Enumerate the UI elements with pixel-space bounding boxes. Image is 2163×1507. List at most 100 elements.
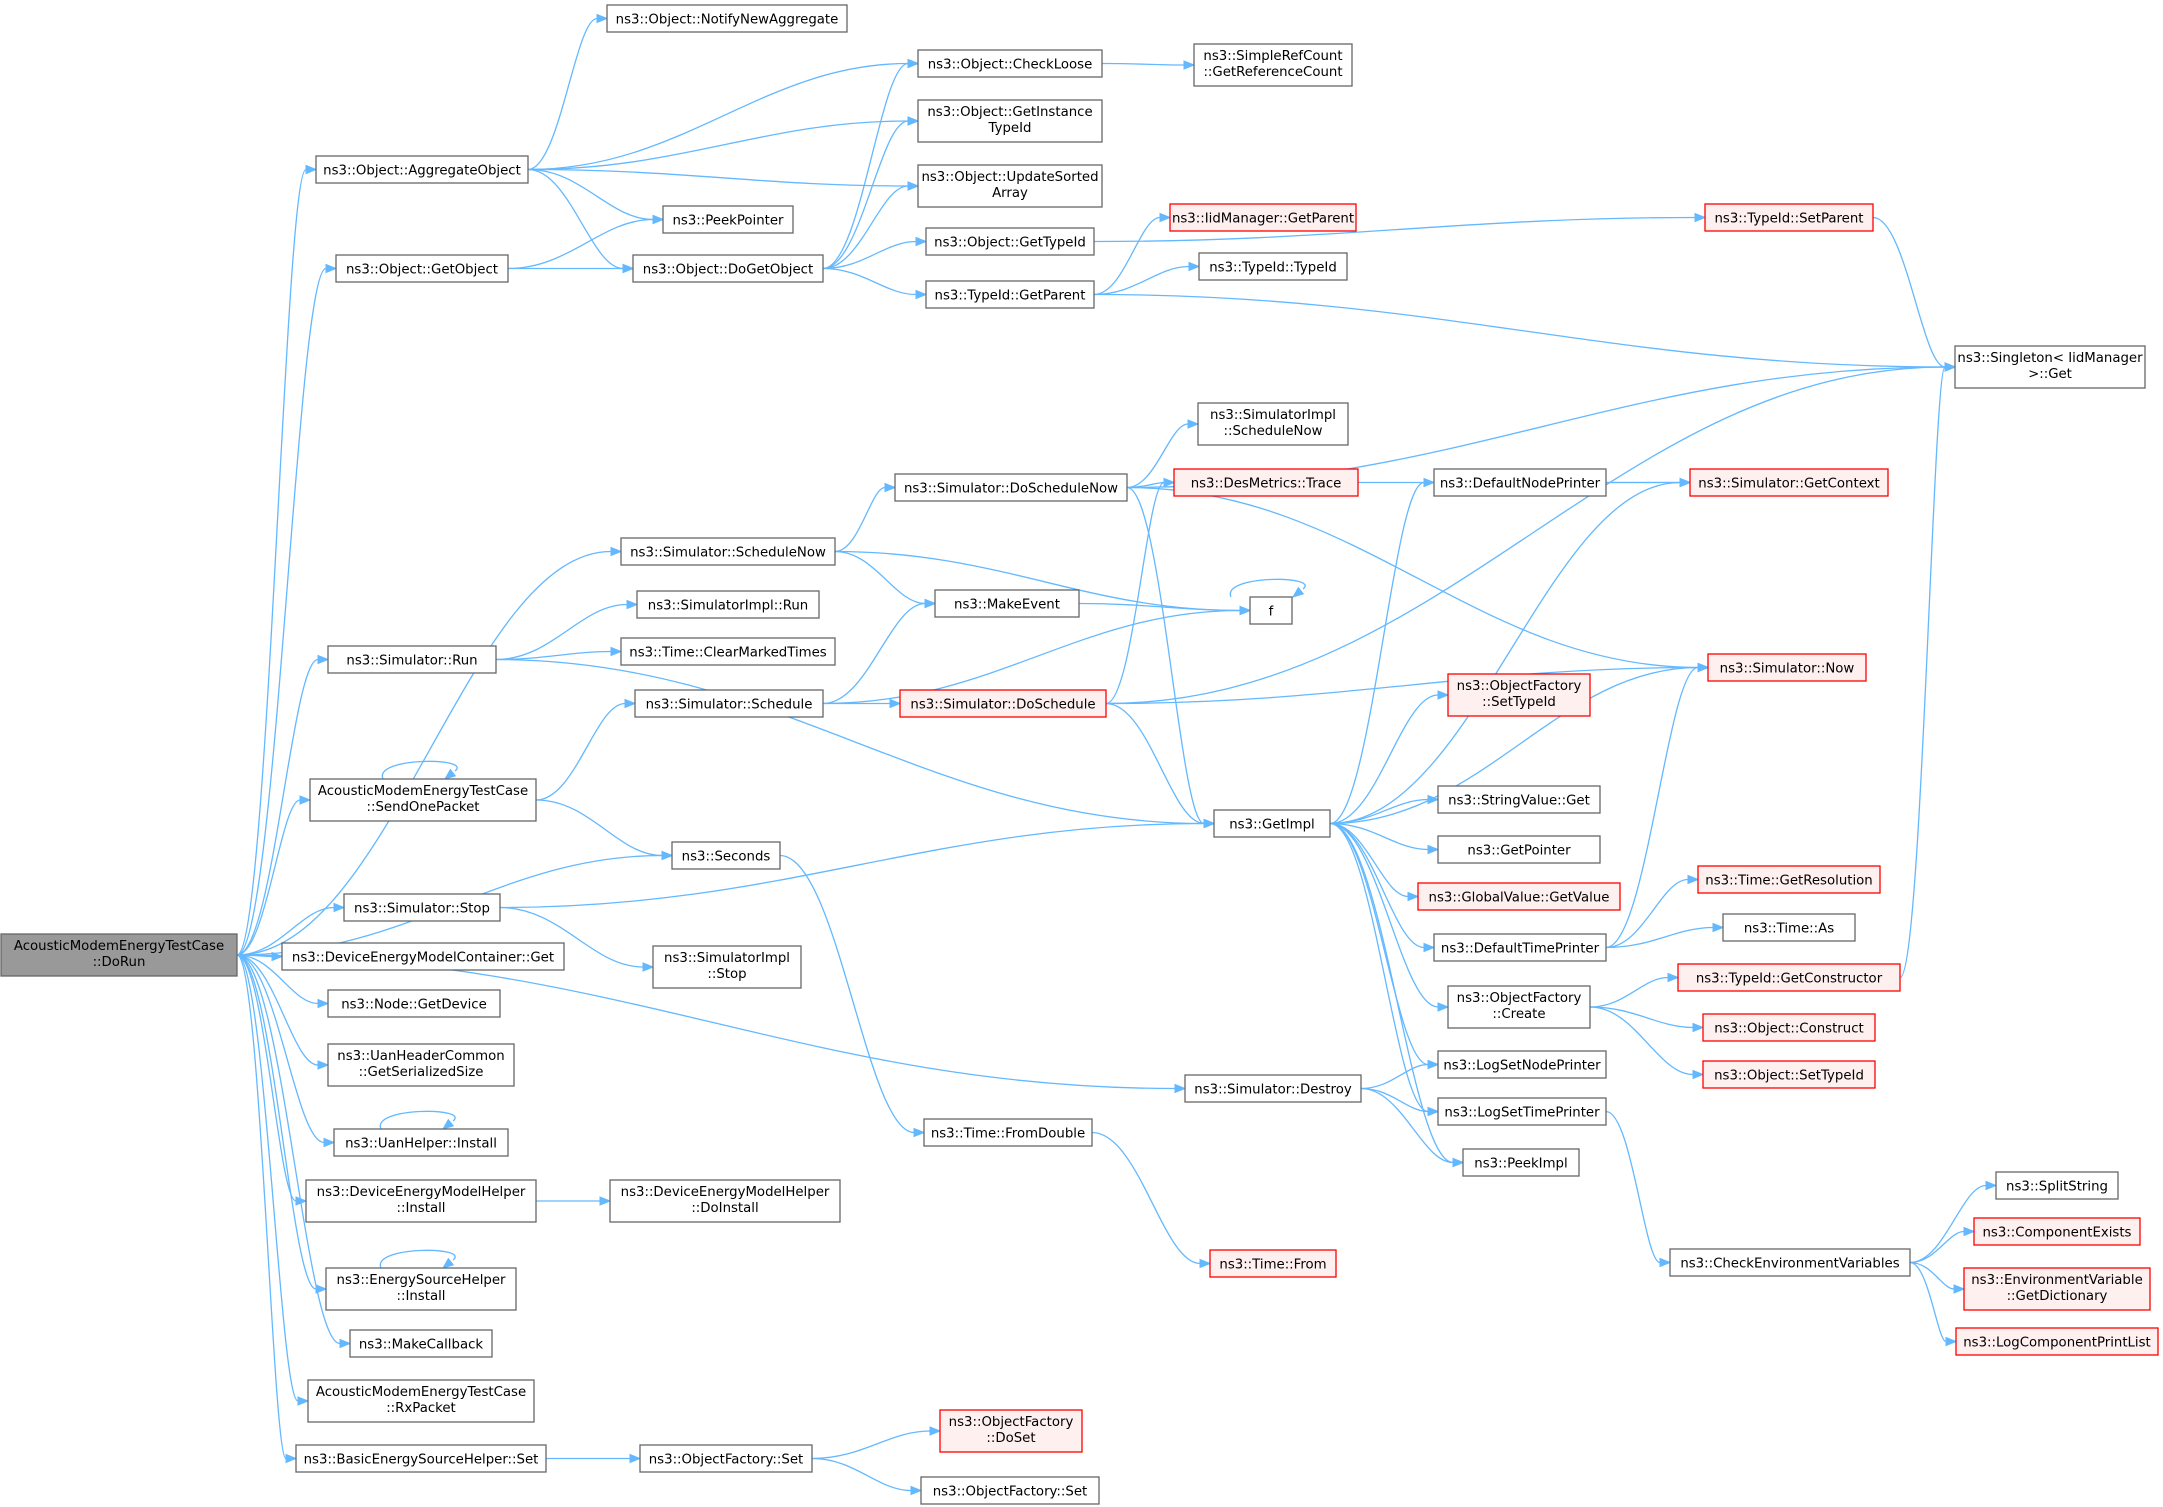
node-checkLoose[interactable]: ns3::Object::CheckLoose	[917, 49, 1103, 78]
node-envVarGetDictionary[interactable]: ns3::EnvironmentVariable::GetDictionary	[1963, 1267, 2151, 1311]
node-simImplRun[interactable]: ns3::SimulatorImpl::Run	[636, 590, 820, 619]
node-typeIdSetParent[interactable]: ns3::TypeId::SetParent	[1704, 203, 1874, 232]
node-rxPacket-label-1: ::RxPacket	[386, 1401, 456, 1416]
node-simpleRefCount[interactable]: ns3::SimpleRefCount::GetReferenceCount	[1193, 43, 1353, 87]
node-splitString[interactable]: ns3::SplitString	[1995, 1171, 2119, 1200]
edge-simSchedule-to-makeEvent	[822, 602, 926, 705]
node-timeGetResolution[interactable]: ns3::Time::GetResolution	[1697, 865, 1881, 894]
node-clearMarkedTimes[interactable]: ns3::Time::ClearMarkedTimes	[620, 637, 836, 666]
edge-root-to-scheduleNow	[236, 550, 612, 956]
node-getInstanceTypeId-label-1: TypeId	[988, 121, 1032, 136]
node-timeFrom-box	[1209, 1249, 1337, 1278]
node-simStop[interactable]: ns3::Simulator::Stop	[343, 893, 501, 922]
node-objectConstruct[interactable]: ns3::Object::Construct	[1702, 1013, 1876, 1042]
node-scheduleNow[interactable]: ns3::Simulator::ScheduleNow	[620, 537, 836, 566]
edge-logSetTimePrinter-to-checkEnvVars	[1605, 1110, 1661, 1264]
node-notifyNewAggregate[interactable]: ns3::Object::NotifyNewAggregate	[606, 4, 848, 33]
node-ofDoSet[interactable]: ns3::ObjectFactory::DoSet	[939, 1409, 1083, 1453]
node-simStop-box	[343, 893, 501, 922]
node-sendOnePacket-box	[309, 778, 537, 822]
node-typeIdGetConstructor[interactable]: ns3::TypeId::GetConstructor	[1677, 963, 1901, 992]
node-stringValueGet[interactable]: ns3::StringValue::Get	[1437, 785, 1601, 814]
node-uanHelperInstall[interactable]: ns3::UanHelper::Install	[333, 1128, 509, 1157]
node-singletonGet[interactable]: ns3::Singleton< IidManager>::Get	[1954, 345, 2146, 389]
node-timeAs-box	[1722, 913, 1856, 942]
node-timeAs[interactable]: ns3::Time::As	[1722, 913, 1856, 942]
node-esHelperInstall[interactable]: ns3::EnergySourceHelper::Install	[325, 1267, 517, 1311]
edge-doGetObject-to-getTypeId-arrowhead	[915, 236, 928, 247]
node-sendOnePacket[interactable]: AcousticModemEnergyTestCase::SendOnePack…	[309, 778, 537, 822]
node-root[interactable]: AcousticModemEnergyTestCase::DoRun	[0, 933, 238, 977]
node-seconds-box	[671, 841, 781, 870]
node-globalValueGetValue[interactable]: ns3::GlobalValue::GetValue	[1417, 882, 1621, 911]
node-seconds[interactable]: ns3::Seconds	[671, 841, 781, 870]
node-simRun[interactable]: ns3::Simulator::Run	[327, 645, 497, 674]
node-uanHeaderCommon[interactable]: ns3::UanHeaderCommon::GetSerializedSize	[327, 1043, 515, 1087]
node-componentExists[interactable]: ns3::ComponentExists	[1973, 1217, 2141, 1246]
node-getImpl[interactable]: ns3::GetImpl	[1213, 809, 1331, 838]
edge-typeIdGetParent-to-typeIdTypeId	[1093, 265, 1190, 296]
node-ofSet2[interactable]: ns3::ObjectFactory::Set	[920, 1476, 1100, 1505]
node-aggregateObject[interactable]: ns3::Object::AggregateObject	[315, 155, 529, 184]
node-checkLoose-label-0: ns3::Object::CheckLoose	[928, 58, 1093, 73]
node-timeFrom[interactable]: ns3::Time::From	[1209, 1249, 1337, 1278]
node-defaultTimePrinter[interactable]: ns3::DefaultTimePrinter	[1433, 933, 1607, 962]
node-demHelperDoInstall[interactable]: ns3::DeviceEnergyModelHelper::DoInstall	[609, 1179, 841, 1223]
node-demHelperInstall[interactable]: ns3::DeviceEnergyModelHelper::Install	[305, 1179, 537, 1223]
node-ofSet[interactable]: ns3::ObjectFactory::Set	[639, 1444, 813, 1473]
node-doScheduleNow[interactable]: ns3::Simulator::DoScheduleNow	[894, 473, 1128, 502]
edge-simDestroy-to-logSetNodePrinter-arrowhead	[1427, 1059, 1440, 1070]
node-typeIdGetParent[interactable]: ns3::TypeId::GetParent	[925, 280, 1095, 309]
node-makeEvent[interactable]: ns3::MakeEvent	[934, 589, 1080, 618]
node-splitString-label-0: ns3::SplitString	[2006, 1180, 2108, 1195]
node-checkEnvVars[interactable]: ns3::CheckEnvironmentVariables	[1669, 1248, 1911, 1277]
edge-root-to-scheduleNow-arrowhead	[610, 546, 623, 557]
edge-ofCreate-to-objectConstruct-arrowhead	[1692, 1022, 1705, 1033]
node-logComponentPrintList[interactable]: ns3::LogComponentPrintList	[1955, 1327, 2159, 1356]
edge-esHelperInstall-self-loop-arrowhead	[441, 1257, 455, 1269]
node-makeCallback[interactable]: ns3::MakeCallback	[349, 1329, 493, 1358]
node-clearMarkedTimes-box	[620, 637, 836, 666]
node-desMetricsTrace[interactable]: ns3::DesMetrics::Trace	[1173, 468, 1359, 497]
node-rxPacket[interactable]: AcousticModemEnergyTestCase::RxPacket	[307, 1379, 535, 1423]
node-logSetTimePrinter[interactable]: ns3::LogSetTimePrinter	[1437, 1097, 1607, 1126]
node-getContext[interactable]: ns3::Simulator::GetContext	[1689, 468, 1889, 497]
node-doSchedule[interactable]: ns3::Simulator::DoSchedule	[899, 689, 1107, 718]
node-logSetNodePrinter[interactable]: ns3::LogSetNodePrinter	[1437, 1050, 1607, 1079]
node-simDestroy[interactable]: ns3::Simulator::Destroy	[1184, 1074, 1362, 1103]
node-simNow[interactable]: ns3::Simulator::Now	[1707, 653, 1867, 682]
node-simImplStop[interactable]: ns3::SimulatorImpl::Stop	[652, 945, 802, 989]
node-objectSetTypeId[interactable]: ns3::Object::SetTypeId	[1702, 1060, 1876, 1089]
node-getTypeId[interactable]: ns3::Object::GetTypeId	[925, 227, 1095, 256]
node-doGetObject[interactable]: ns3::Object::DoGetObject	[632, 254, 824, 283]
node-makeCallback-label-0: ns3::MakeCallback	[359, 1338, 484, 1353]
node-ofSet2-label-0: ns3::ObjectFactory::Set	[933, 1485, 1087, 1500]
node-iidGetParent[interactable]: ns3::IidManager::GetParent	[1169, 203, 1357, 232]
node-ofSetTypeId[interactable]: ns3::ObjectFactory::SetTypeId	[1447, 673, 1591, 717]
node-f[interactable]: f	[1249, 596, 1293, 625]
node-simImplScheduleNow[interactable]: ns3::SimulatorImpl::ScheduleNow	[1197, 402, 1349, 446]
edge-simSchedule-to-doSchedule-arrowhead	[889, 698, 902, 709]
node-ofCreate[interactable]: ns3::ObjectFactory::Create	[1447, 985, 1591, 1029]
node-doScheduleNow-label-0: ns3::Simulator::DoScheduleNow	[904, 482, 1118, 497]
node-simImplScheduleNow-box	[1197, 402, 1349, 446]
node-typeIdTypeId[interactable]: ns3::TypeId::TypeId	[1198, 252, 1348, 281]
node-demcGet[interactable]: ns3::DeviceEnergyModelContainer::Get	[281, 942, 565, 971]
node-peekImpl[interactable]: ns3::PeekImpl	[1462, 1148, 1580, 1177]
node-getPointer[interactable]: ns3::GetPointer	[1437, 835, 1601, 864]
node-timeFromDouble[interactable]: ns3::Time::FromDouble	[923, 1118, 1093, 1147]
node-getObject[interactable]: ns3::Object::GetObject	[335, 254, 509, 283]
node-timeGetResolution-label-0: ns3::Time::GetResolution	[1705, 874, 1872, 889]
node-peekPointer[interactable]: ns3::PeekPointer	[662, 205, 794, 234]
node-nodeGetDevice[interactable]: ns3::Node::GetDevice	[327, 989, 501, 1018]
node-defaultNodePrinter[interactable]: ns3::DefaultNodePrinter	[1433, 468, 1607, 497]
edge-root-to-uanHeaderCommon	[236, 954, 319, 1066]
node-updateSortedArray-box	[917, 164, 1103, 208]
edge-aggregateObject-to-doGetObject	[527, 168, 624, 270]
node-simSchedule[interactable]: ns3::Simulator::Schedule	[634, 689, 824, 718]
edge-ofCreate-to-objectSetTypeId-arrowhead	[1692, 1069, 1705, 1080]
node-objectSetTypeId-label-0: ns3::Object::SetTypeId	[1714, 1069, 1864, 1084]
node-besHelperSet[interactable]: ns3::BasicEnergySourceHelper::Set	[295, 1444, 547, 1473]
